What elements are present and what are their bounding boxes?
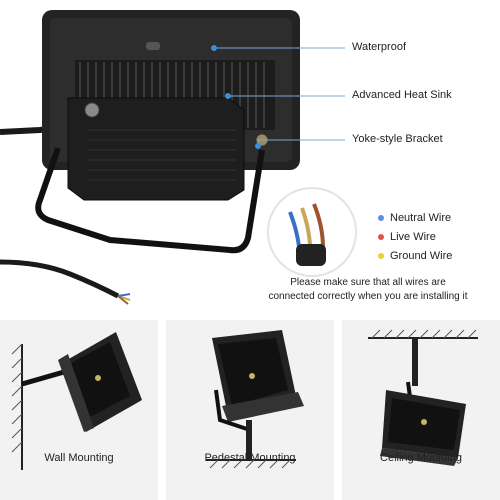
install-note: Please make sure that all wires are conn… — [250, 276, 486, 304]
ground-dot-icon — [378, 252, 384, 259]
callout-waterproof: Waterproof — [352, 41, 407, 53]
cable-gland — [84, 102, 100, 118]
live-dot-icon — [378, 233, 384, 240]
callout-dot-bracket — [255, 143, 261, 149]
wire-legend-item-live: Live Wire — [378, 227, 452, 246]
wall-mount-illustration — [11, 332, 142, 470]
panel-ceiling-mounting: Ceiling Mounting — [342, 320, 500, 500]
vent-valve — [146, 42, 160, 50]
caption-wall-mounting: Wall Mounting — [44, 452, 114, 464]
pedestal-mount-illustration — [206, 330, 304, 469]
callout-dot-heat-sink — [225, 93, 231, 99]
wire-legend-item-neutral: Neutral Wire — [378, 208, 452, 227]
lead-wire — [0, 259, 120, 299]
panel-pedestal-mounting: Pedestal Mounting — [166, 320, 334, 500]
caption-pedestal-mounting: Pedestal Mounting — [204, 452, 296, 464]
wire-diagram — [288, 203, 326, 266]
callout-heat-sink: Advanced Heat Sink — [352, 89, 452, 101]
neutral-dot-icon — [378, 214, 384, 221]
install-note-line-2: connected correctly when you are install… — [268, 291, 468, 302]
driver-box — [67, 97, 245, 201]
callout-dot-waterproof — [211, 45, 217, 51]
wire-diagram-circle — [267, 187, 357, 277]
wire-label: Ground Wire — [390, 249, 453, 262]
yoke-bracket — [35, 147, 265, 254]
wire-legend: Neutral Wire Live Wire Ground Wire — [378, 208, 452, 265]
install-note-line-1: Please make sure that all wires are — [290, 277, 446, 288]
panel-wall-mounting: Wall Mounting — [0, 320, 158, 500]
callout-bracket: Yoke-style Bracket — [352, 133, 443, 145]
caption-ceiling-mounting: Ceiling Mounting — [380, 452, 462, 464]
wire-label: Neutral Wire — [390, 211, 452, 224]
wire-legend-item-ground: Ground Wire — [378, 246, 452, 265]
driver-box-ribs — [88, 129, 236, 181]
floodlight-illustration — [0, 10, 357, 305]
wire-label: Live Wire — [390, 230, 436, 243]
ceiling-mount-illustration — [368, 329, 478, 466]
